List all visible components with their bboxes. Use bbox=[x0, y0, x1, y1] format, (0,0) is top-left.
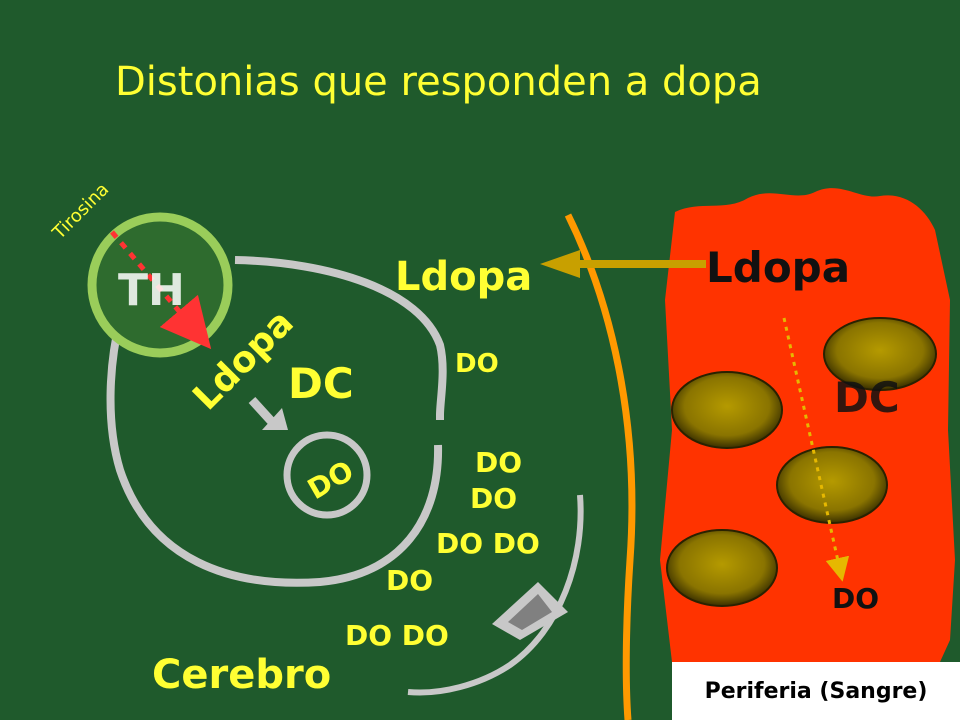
label-do-2: DO bbox=[475, 446, 522, 479]
label-th: TH bbox=[118, 265, 185, 316]
label-dc-cell: DC bbox=[288, 359, 354, 408]
label-tirosina: Tirosina bbox=[48, 179, 113, 244]
blood-cell bbox=[823, 317, 937, 391]
diagram-title: Distonias que responden a dopa bbox=[115, 59, 762, 105]
label-do-6: DO DO bbox=[345, 619, 449, 652]
dotted-arrow bbox=[782, 317, 850, 582]
label-do-3: DO bbox=[470, 482, 517, 515]
label-do-4: DO DO bbox=[436, 527, 540, 560]
label-cerebro: Cerebro bbox=[152, 652, 331, 698]
blood-cell bbox=[666, 529, 778, 607]
label-do-1: DO bbox=[455, 349, 499, 379]
blood-cell bbox=[776, 446, 888, 524]
label-ldopa-brain: Ldopa bbox=[395, 254, 532, 300]
blood-brain-barrier bbox=[564, 213, 636, 720]
label-ldopa-blood: Ldopa bbox=[706, 243, 850, 292]
blood-cell bbox=[671, 371, 783, 449]
receptor-inner bbox=[508, 594, 552, 630]
conversion-arrowhead bbox=[262, 408, 288, 430]
label-do-blood: DO bbox=[832, 582, 879, 615]
label-do-vesicle: DO bbox=[302, 454, 359, 506]
label-do-5: DO bbox=[386, 564, 433, 597]
synapse-membrane bbox=[407, 494, 584, 696]
neuron-outline bbox=[106, 256, 447, 587]
vesicle bbox=[283, 431, 371, 519]
label-periferia: Periferia (Sangre) bbox=[704, 678, 928, 704]
label-dc-blood: DC bbox=[834, 373, 900, 422]
periphery-label-box: Periferia (Sangre) bbox=[672, 662, 960, 720]
ldopa-transport-arrowhead bbox=[540, 250, 580, 278]
conversion-arrow bbox=[248, 396, 276, 426]
